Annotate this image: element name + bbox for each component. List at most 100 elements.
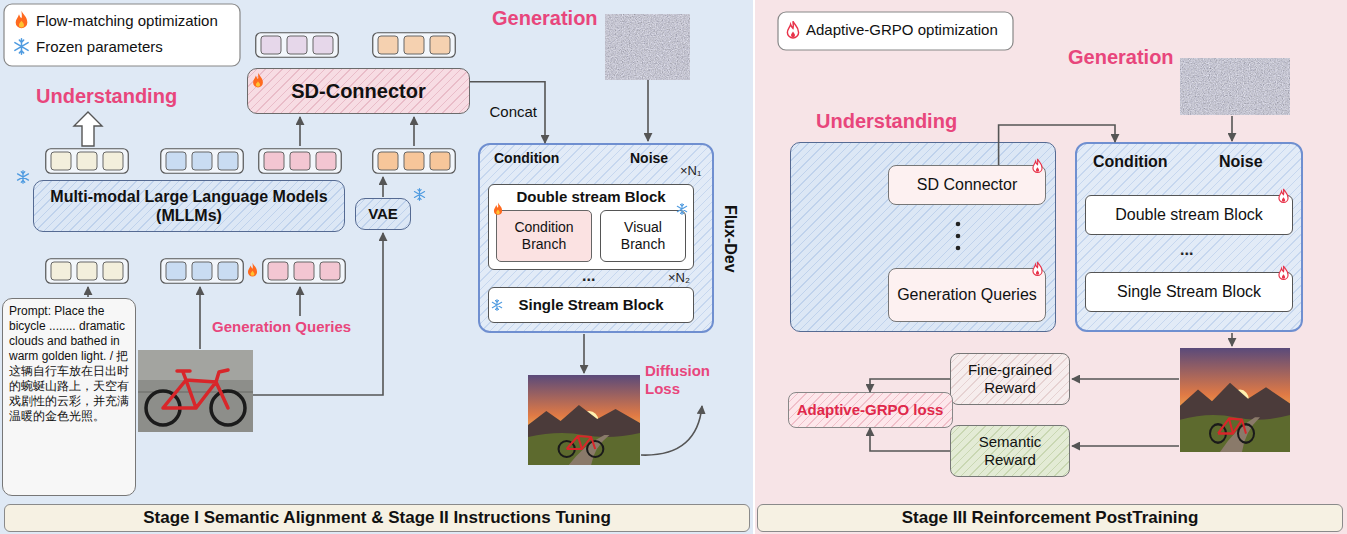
token-group bbox=[373, 149, 456, 174]
node-label: Double stream Block bbox=[516, 188, 665, 206]
noise-image bbox=[605, 14, 690, 80]
node-label: Understanding bbox=[816, 109, 957, 133]
generated-image bbox=[1180, 348, 1290, 452]
token-group bbox=[161, 259, 244, 284]
connector-arrow bbox=[470, 82, 545, 143]
node-label: Fine-grained Reward bbox=[957, 361, 1063, 397]
flow-arrow bbox=[299, 117, 301, 146]
bicycle-photo bbox=[138, 350, 253, 432]
block-box: Double stream Block bbox=[1085, 195, 1293, 235]
flow-arrow bbox=[1072, 378, 1179, 380]
model-box: Multi-modal Large Language Models (MLLMs… bbox=[33, 180, 345, 232]
bicycle-photo bbox=[163, 370, 228, 408]
node-label: Adaptive-GRPO loss bbox=[797, 401, 944, 419]
legend-box bbox=[778, 12, 1013, 50]
node-label: Prompt: Place the bicycle ........ drama… bbox=[9, 304, 129, 424]
flow-arrow bbox=[253, 233, 383, 395]
legend-entry: Adaptive-GRPO optimization bbox=[806, 21, 998, 39]
connector-arrow bbox=[870, 428, 950, 451]
flow-arrow bbox=[382, 177, 384, 197]
legend-label: Flow-matching optimization bbox=[36, 12, 218, 30]
node-label: Multi-modal Large Language Models (MLLMs… bbox=[40, 187, 338, 225]
bicycle-photo bbox=[138, 350, 253, 380]
ellipsis-dots bbox=[956, 222, 961, 227]
section-heading: Generation bbox=[1068, 45, 1174, 69]
encoder-box: VAE bbox=[355, 198, 411, 230]
block-box: Condition Branch Visual Branch Double stre… bbox=[488, 184, 694, 270]
branch-box: Visual Branch bbox=[600, 210, 686, 262]
snowflake-icon bbox=[18, 171, 29, 184]
bicycle-photo bbox=[138, 350, 253, 432]
hollow-arrow bbox=[74, 112, 102, 146]
loss-label: Diffusion Loss bbox=[645, 362, 720, 398]
legend-entry: Flow-matching optimization bbox=[36, 12, 218, 30]
legend-label: Adaptive-GRPO optimization bbox=[806, 21, 998, 39]
model-container: SD ConnectorGeneration QueriesUnderstand… bbox=[790, 142, 1056, 332]
token-group bbox=[161, 149, 244, 174]
flow-arrow bbox=[647, 80, 649, 141]
node-label: Stage III Reinforcement PostTraining bbox=[902, 508, 1199, 528]
node-label: Visual Branch bbox=[607, 219, 679, 253]
node-label: Single Stream Block bbox=[1117, 282, 1261, 301]
node-label: SD-Connector bbox=[291, 79, 425, 103]
reward-box: Fine-grained Reward bbox=[950, 353, 1070, 405]
prompt-box: Prompt: Place the bicycle ........ drama… bbox=[2, 298, 136, 496]
query-box: Generation Queries bbox=[888, 268, 1046, 322]
token-group bbox=[373, 33, 456, 58]
repeat-count: ×N₂ bbox=[668, 270, 690, 286]
section-heading: Understanding bbox=[36, 84, 177, 108]
legend-label: Frozen parameters bbox=[36, 38, 163, 56]
ellipsis-dots bbox=[956, 234, 961, 239]
branch-box: Condition Branch bbox=[496, 210, 592, 262]
container-label: Flux-Dev bbox=[721, 205, 740, 273]
flow-arrow bbox=[413, 117, 415, 146]
stage-band: Stage III Reinforcement PostTraining bbox=[757, 504, 1343, 532]
reward-box: Semantic Reward bbox=[950, 425, 1070, 477]
ellipsis: ... bbox=[1180, 240, 1193, 259]
token-group bbox=[256, 33, 339, 58]
node-label: Semantic Reward bbox=[957, 433, 1063, 469]
fire-icon bbox=[248, 263, 257, 277]
right-panel bbox=[755, 0, 1347, 534]
legend-entry: Frozen parameters bbox=[36, 38, 163, 56]
fire-icon bbox=[16, 11, 28, 29]
connector-box: SD Connector bbox=[888, 165, 1046, 205]
node-label: Condition bbox=[1093, 152, 1168, 171]
block-box: Single Stream Block bbox=[1085, 272, 1293, 312]
section-heading: Generation bbox=[492, 6, 598, 30]
flow-arrow bbox=[299, 287, 301, 316]
token-group bbox=[46, 149, 129, 174]
node-label: Stage I Semantic Alignment & Stage II In… bbox=[143, 508, 611, 528]
model-container: Condition Branch Visual Branch Double stre… bbox=[478, 143, 714, 333]
node-label: Condition bbox=[494, 150, 559, 167]
flow-arrow bbox=[583, 334, 585, 373]
connector-arrow bbox=[870, 379, 950, 392]
flow-arrow bbox=[88, 80, 1232, 455]
model-container: Double stream BlockSingle Stream Block Co… bbox=[1075, 142, 1303, 332]
fire-icon bbox=[787, 21, 798, 38]
flow-arrow bbox=[641, 406, 702, 455]
repeat-count: ×N₁ bbox=[680, 163, 701, 179]
edge-label: Concat bbox=[487, 103, 539, 121]
node-label: Generation Queries bbox=[897, 285, 1037, 304]
token-group bbox=[259, 149, 342, 174]
ellipsis-dots bbox=[956, 246, 961, 251]
node-label: SD Connector bbox=[917, 175, 1018, 194]
flow-arrow bbox=[1072, 445, 1179, 447]
snowflake-icon bbox=[15, 39, 28, 54]
legend-box bbox=[4, 4, 240, 66]
snowflake-icon bbox=[414, 189, 424, 201]
stage-band: Stage I Semantic Alignment & Stage II In… bbox=[4, 504, 750, 532]
node-label: Condition Branch bbox=[503, 219, 585, 253]
input-label: Generation Queries bbox=[212, 318, 351, 336]
loss-box: Adaptive-GRPO loss bbox=[788, 392, 953, 428]
token-group bbox=[46, 259, 129, 284]
connector-box: SD-Connector bbox=[247, 68, 470, 114]
node-label: Double stream Block bbox=[1115, 205, 1263, 224]
flow-arrow bbox=[87, 287, 89, 297]
node-label: VAE bbox=[368, 205, 398, 223]
node-label: Single Stream Block bbox=[518, 296, 663, 314]
